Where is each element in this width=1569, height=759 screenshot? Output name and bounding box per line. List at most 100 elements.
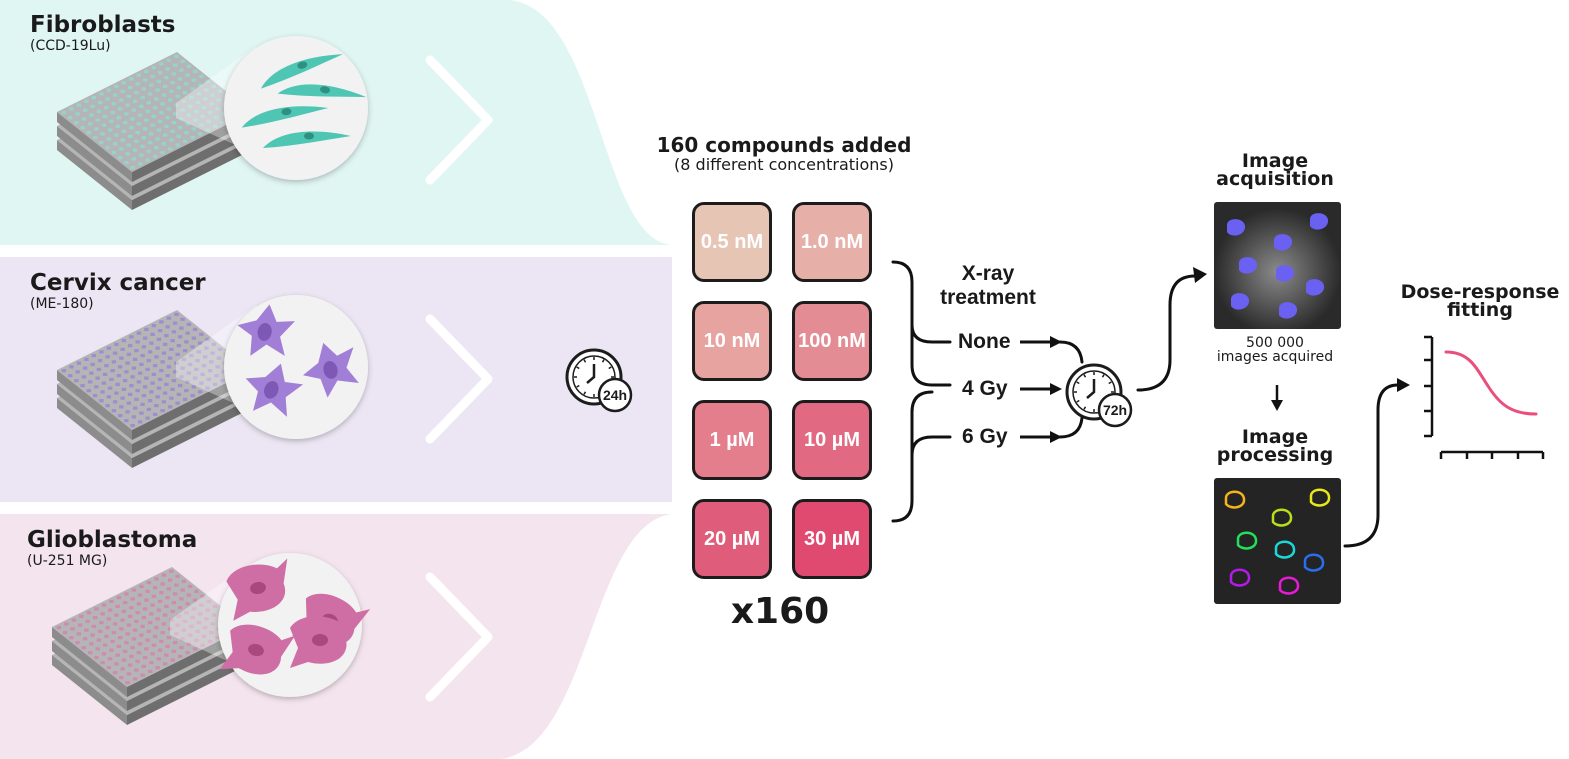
fitting-title: Dose-response fitting — [1390, 283, 1569, 321]
plate-well — [95, 647, 100, 651]
plate-well — [167, 578, 173, 582]
cell-nucleus — [297, 61, 308, 69]
concentration-tile: 30 µM — [792, 499, 872, 579]
plate-well — [205, 337, 210, 341]
plate-well — [156, 337, 162, 341]
chevron-arrow — [425, 314, 493, 444]
plate-well — [142, 336, 148, 340]
plate-well — [97, 629, 103, 633]
plate-well — [115, 653, 120, 657]
cell-shape — [260, 54, 343, 89]
segmentation-outline — [1224, 490, 1246, 509]
plate-well — [130, 166, 135, 170]
plate-well — [141, 664, 147, 668]
plate-well — [166, 587, 172, 591]
plate-well — [196, 92, 202, 96]
plate-well — [172, 321, 178, 325]
plate-well — [185, 122, 190, 126]
plate-well — [142, 385, 148, 389]
plate-well — [130, 375, 135, 379]
plate-well — [74, 121, 79, 125]
plate-well — [154, 577, 159, 581]
plate-well — [166, 316, 172, 320]
plate-well — [135, 82, 140, 86]
plate-well — [172, 112, 178, 116]
plate-well — [159, 62, 164, 66]
plate-well — [169, 396, 174, 400]
plate-well — [155, 617, 160, 621]
plate-well — [159, 591, 164, 595]
plate-well — [181, 628, 187, 632]
plate-well — [206, 377, 212, 381]
plate-stack — [57, 310, 252, 468]
plate-well — [157, 119, 163, 123]
plate-well — [159, 369, 164, 373]
clock-tick — [583, 359, 587, 363]
plate-well — [191, 336, 197, 340]
plate-well — [171, 121, 177, 125]
plate-well — [109, 599, 114, 603]
plate-well — [141, 394, 147, 398]
plate-well — [96, 109, 102, 113]
plate-well — [114, 662, 119, 666]
plate-well — [124, 370, 129, 374]
plate-well — [180, 637, 185, 641]
plate-well — [164, 124, 169, 128]
plate-well — [137, 113, 143, 117]
plate-well — [121, 609, 127, 613]
fibroblast-body — [263, 131, 351, 148]
plate-well — [150, 381, 155, 385]
clock-tick — [583, 391, 587, 395]
plate-well — [84, 357, 89, 361]
plate-well — [195, 101, 200, 105]
plate-well — [169, 138, 174, 142]
plate-well — [199, 381, 204, 385]
plate-well — [139, 584, 144, 588]
plate-well — [195, 359, 200, 363]
plate-well — [165, 644, 170, 648]
cell-nucleus — [320, 86, 330, 94]
plate-well — [171, 72, 177, 76]
xray-condition-none: None — [958, 330, 1011, 353]
plate-well — [165, 325, 170, 329]
cell-line-id: (ME-180) — [30, 296, 94, 312]
plate-well — [67, 374, 73, 378]
plate-well — [105, 404, 110, 408]
plate-well — [127, 344, 133, 348]
plate-well — [147, 621, 153, 625]
plate-well — [99, 92, 104, 96]
plate-well — [85, 619, 90, 623]
plate-well — [155, 88, 160, 92]
plate-well — [144, 598, 149, 602]
cell-nucleus — [304, 132, 314, 140]
plate-well — [124, 112, 129, 116]
plate-well — [101, 381, 107, 385]
plate-well — [94, 607, 99, 611]
plate-well — [194, 109, 199, 113]
plate-well — [149, 132, 154, 136]
plate-well — [106, 395, 112, 399]
plate-well — [95, 118, 100, 122]
plate-well — [214, 116, 219, 120]
plate-well — [147, 350, 153, 354]
plate-well — [125, 103, 130, 107]
plate-well — [165, 116, 170, 120]
plate-well — [200, 643, 205, 647]
plate-well — [152, 154, 158, 158]
plate-well — [190, 87, 195, 91]
plate-well — [76, 103, 82, 107]
plate-well — [202, 355, 208, 359]
plate-well — [164, 382, 169, 386]
concentration-tile: 1 µM — [692, 400, 772, 480]
plate-well — [185, 651, 190, 655]
plate-well — [152, 412, 158, 416]
plate-well — [130, 117, 135, 121]
plate-well — [112, 351, 118, 355]
fitting-title-line2: fitting — [1447, 299, 1513, 321]
compounds-title: 160 compounds added — [656, 133, 912, 157]
images-count-line1: 500 000 — [1246, 335, 1304, 351]
plate-well — [157, 377, 163, 381]
plate-well — [142, 607, 148, 611]
plate-well — [199, 332, 204, 336]
plate-well — [155, 395, 160, 399]
